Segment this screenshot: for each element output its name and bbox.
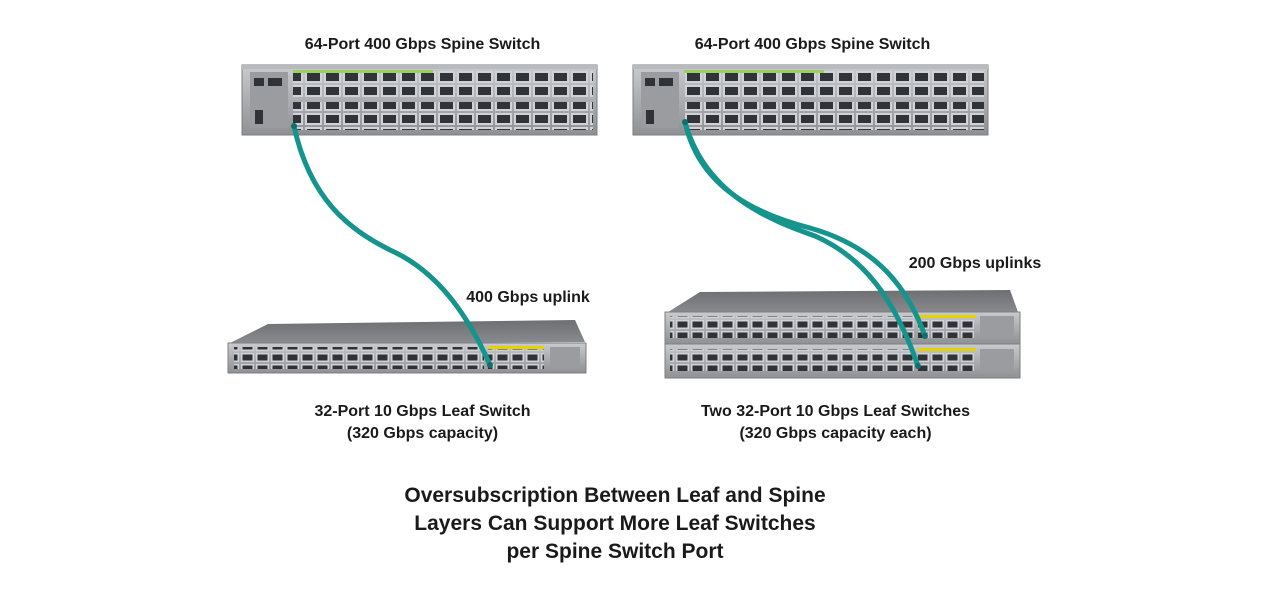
uplink-label-400g: 400 Gbps uplink: [466, 289, 590, 306]
leaf-left-title-line1: 32-Port 10 Gbps Leaf Switch: [314, 403, 531, 420]
spine-left-title: 64-Port 400 Gbps Spine Switch: [304, 36, 541, 53]
leaf-switch-right-bottom: [664, 343, 1021, 379]
uplink-label-200g: 200 Gbps uplinks: [908, 255, 1042, 272]
leaf-left-title: 32-Port 10 Gbps Leaf Switch (320 Gbps ca…: [280, 401, 565, 445]
uplink-cables: [291, 119, 928, 369]
caption-line3: per Spine Switch Port: [506, 540, 724, 563]
diagram-caption: Oversubscription Between Leaf and Spine …: [330, 482, 900, 566]
caption-line1: Oversubscription Between Leaf and Spine: [404, 484, 826, 507]
leaf-switch-right-top: [664, 290, 1021, 345]
leaf-right-title: Two 32-Port 10 Gbps Leaf Switches (320 G…: [668, 401, 1003, 445]
uplink-cable-400g: [291, 123, 493, 368]
leaf-right-title-line2: (320 Gbps capacity each): [739, 425, 932, 442]
spine-switch-right: [632, 64, 989, 136]
spine-switch-left: [241, 64, 598, 136]
uplink-cable-200g-b: [682, 119, 921, 369]
leaf-left-title-line2: (320 Gbps capacity): [346, 425, 499, 442]
leaf-switch-left: [227, 320, 587, 374]
leaf-right-title-line1: Two 32-Port 10 Gbps Leaf Switches: [700, 403, 971, 420]
spine-right-title: 64-Port 400 Gbps Spine Switch: [694, 36, 931, 53]
caption-line2: Layers Can Support More Leaf Switches: [414, 512, 816, 535]
